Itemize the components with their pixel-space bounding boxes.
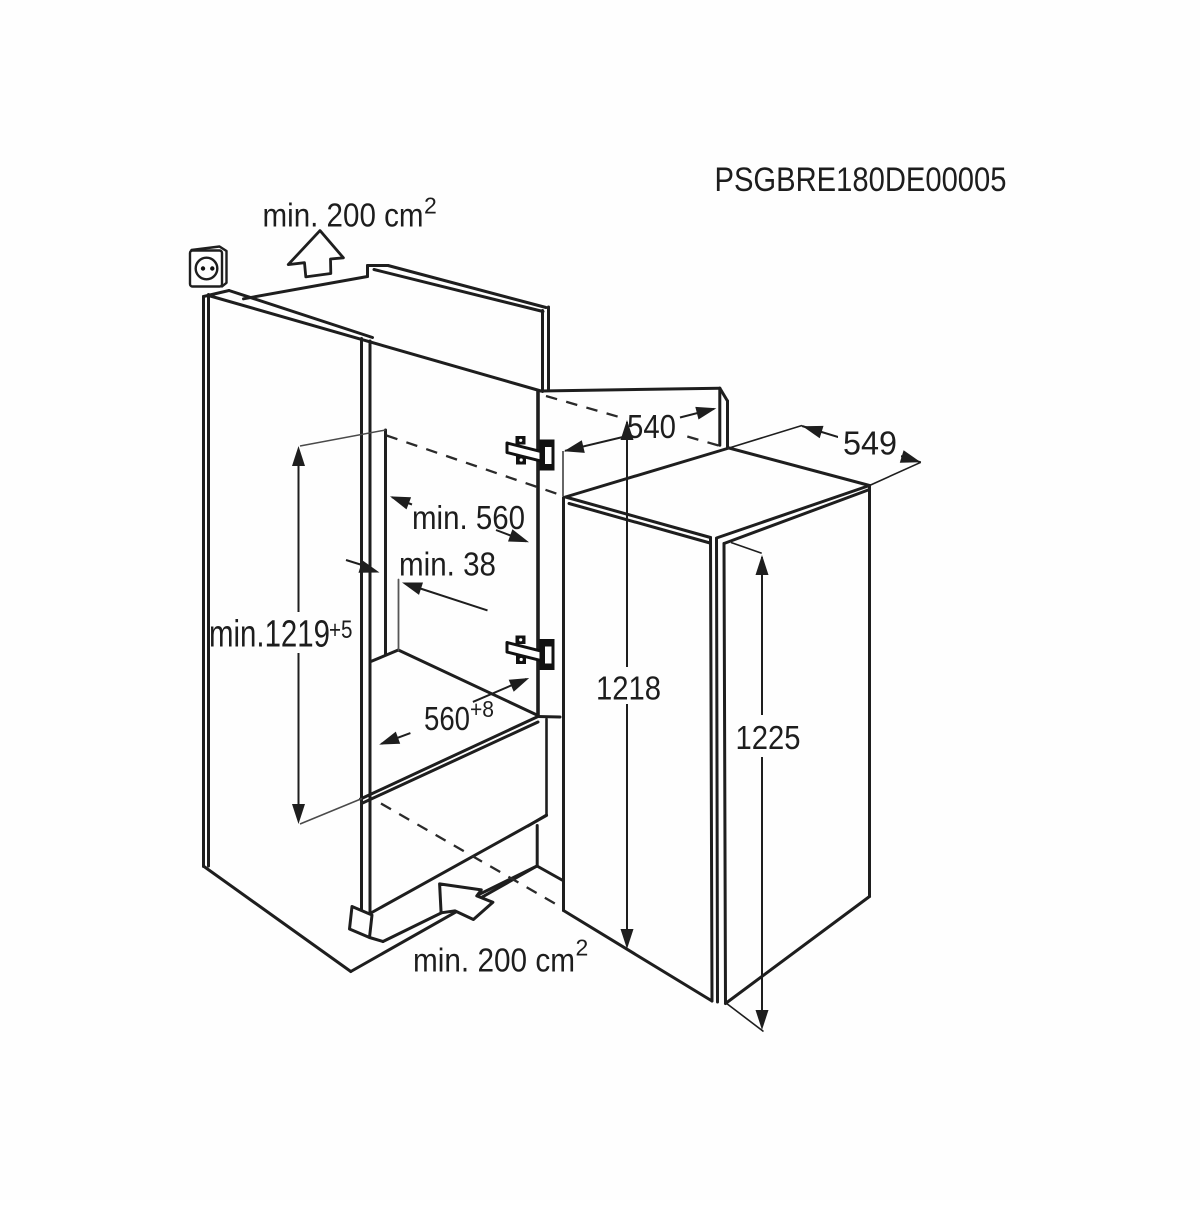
- svg-text:min. 200 cm: min. 200 cm: [263, 198, 424, 235]
- svg-text:549: 549: [843, 426, 897, 463]
- svg-text:min.1219: min.1219: [209, 614, 330, 656]
- svg-text:min. 560: min. 560: [412, 500, 525, 537]
- svg-text:1225: 1225: [736, 720, 801, 757]
- svg-text:540: 540: [627, 409, 676, 446]
- svg-text:PSGBRE180DE00005: PSGBRE180DE00005: [715, 161, 1007, 199]
- svg-text:2: 2: [576, 935, 589, 961]
- svg-text:+8: +8: [470, 696, 494, 722]
- svg-text:2: 2: [424, 193, 437, 219]
- svg-text:min. 200 cm: min. 200 cm: [413, 943, 575, 980]
- svg-text:min. 38: min. 38: [399, 547, 496, 584]
- svg-text:+5: +5: [329, 616, 353, 644]
- svg-text:1218: 1218: [596, 671, 661, 708]
- svg-text:560: 560: [424, 701, 470, 738]
